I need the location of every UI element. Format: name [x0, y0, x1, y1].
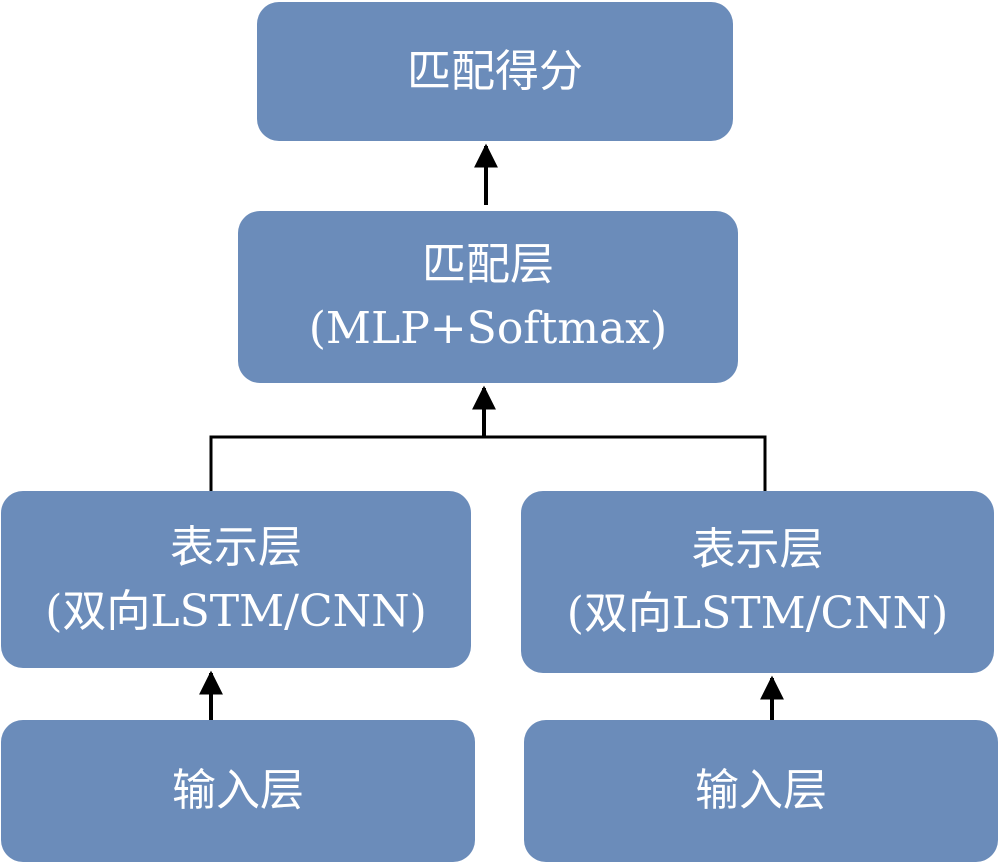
- node-match-layer-label: 匹配层: [422, 239, 554, 290]
- node-representation-layer-right-sublabel: (双向LSTM/CNN): [566, 588, 949, 639]
- edge-rep-right-to-match: [484, 435, 767, 491]
- node-match-score: 匹配得分: [257, 2, 733, 141]
- node-representation-layer-right: 表示层 (双向LSTM/CNN): [521, 491, 994, 673]
- node-representation-layer-left-sublabel: (双向LSTM/CNN): [45, 585, 427, 637]
- node-representation-layer-left-label: 表示层: [170, 521, 302, 573]
- node-match-layer-sublabel: (MLP+Softmax): [308, 303, 668, 354]
- node-input-layer-left-label: 输入层: [172, 765, 304, 816]
- node-match-score-label: 匹配得分: [407, 45, 583, 97]
- node-input-layer-left: 输入层: [1, 720, 475, 862]
- node-representation-layer-left: 表示层 (双向LSTM/CNN): [1, 491, 471, 668]
- node-representation-layer-right-label: 表示层: [691, 524, 824, 575]
- node-input-layer-right: 输入层: [524, 720, 998, 862]
- edge-rep-left-to-match: [209, 435, 484, 491]
- node-input-layer-right-label: 输入层: [695, 765, 827, 816]
- node-match-layer: 匹配层 (MLP+Softmax): [238, 211, 738, 383]
